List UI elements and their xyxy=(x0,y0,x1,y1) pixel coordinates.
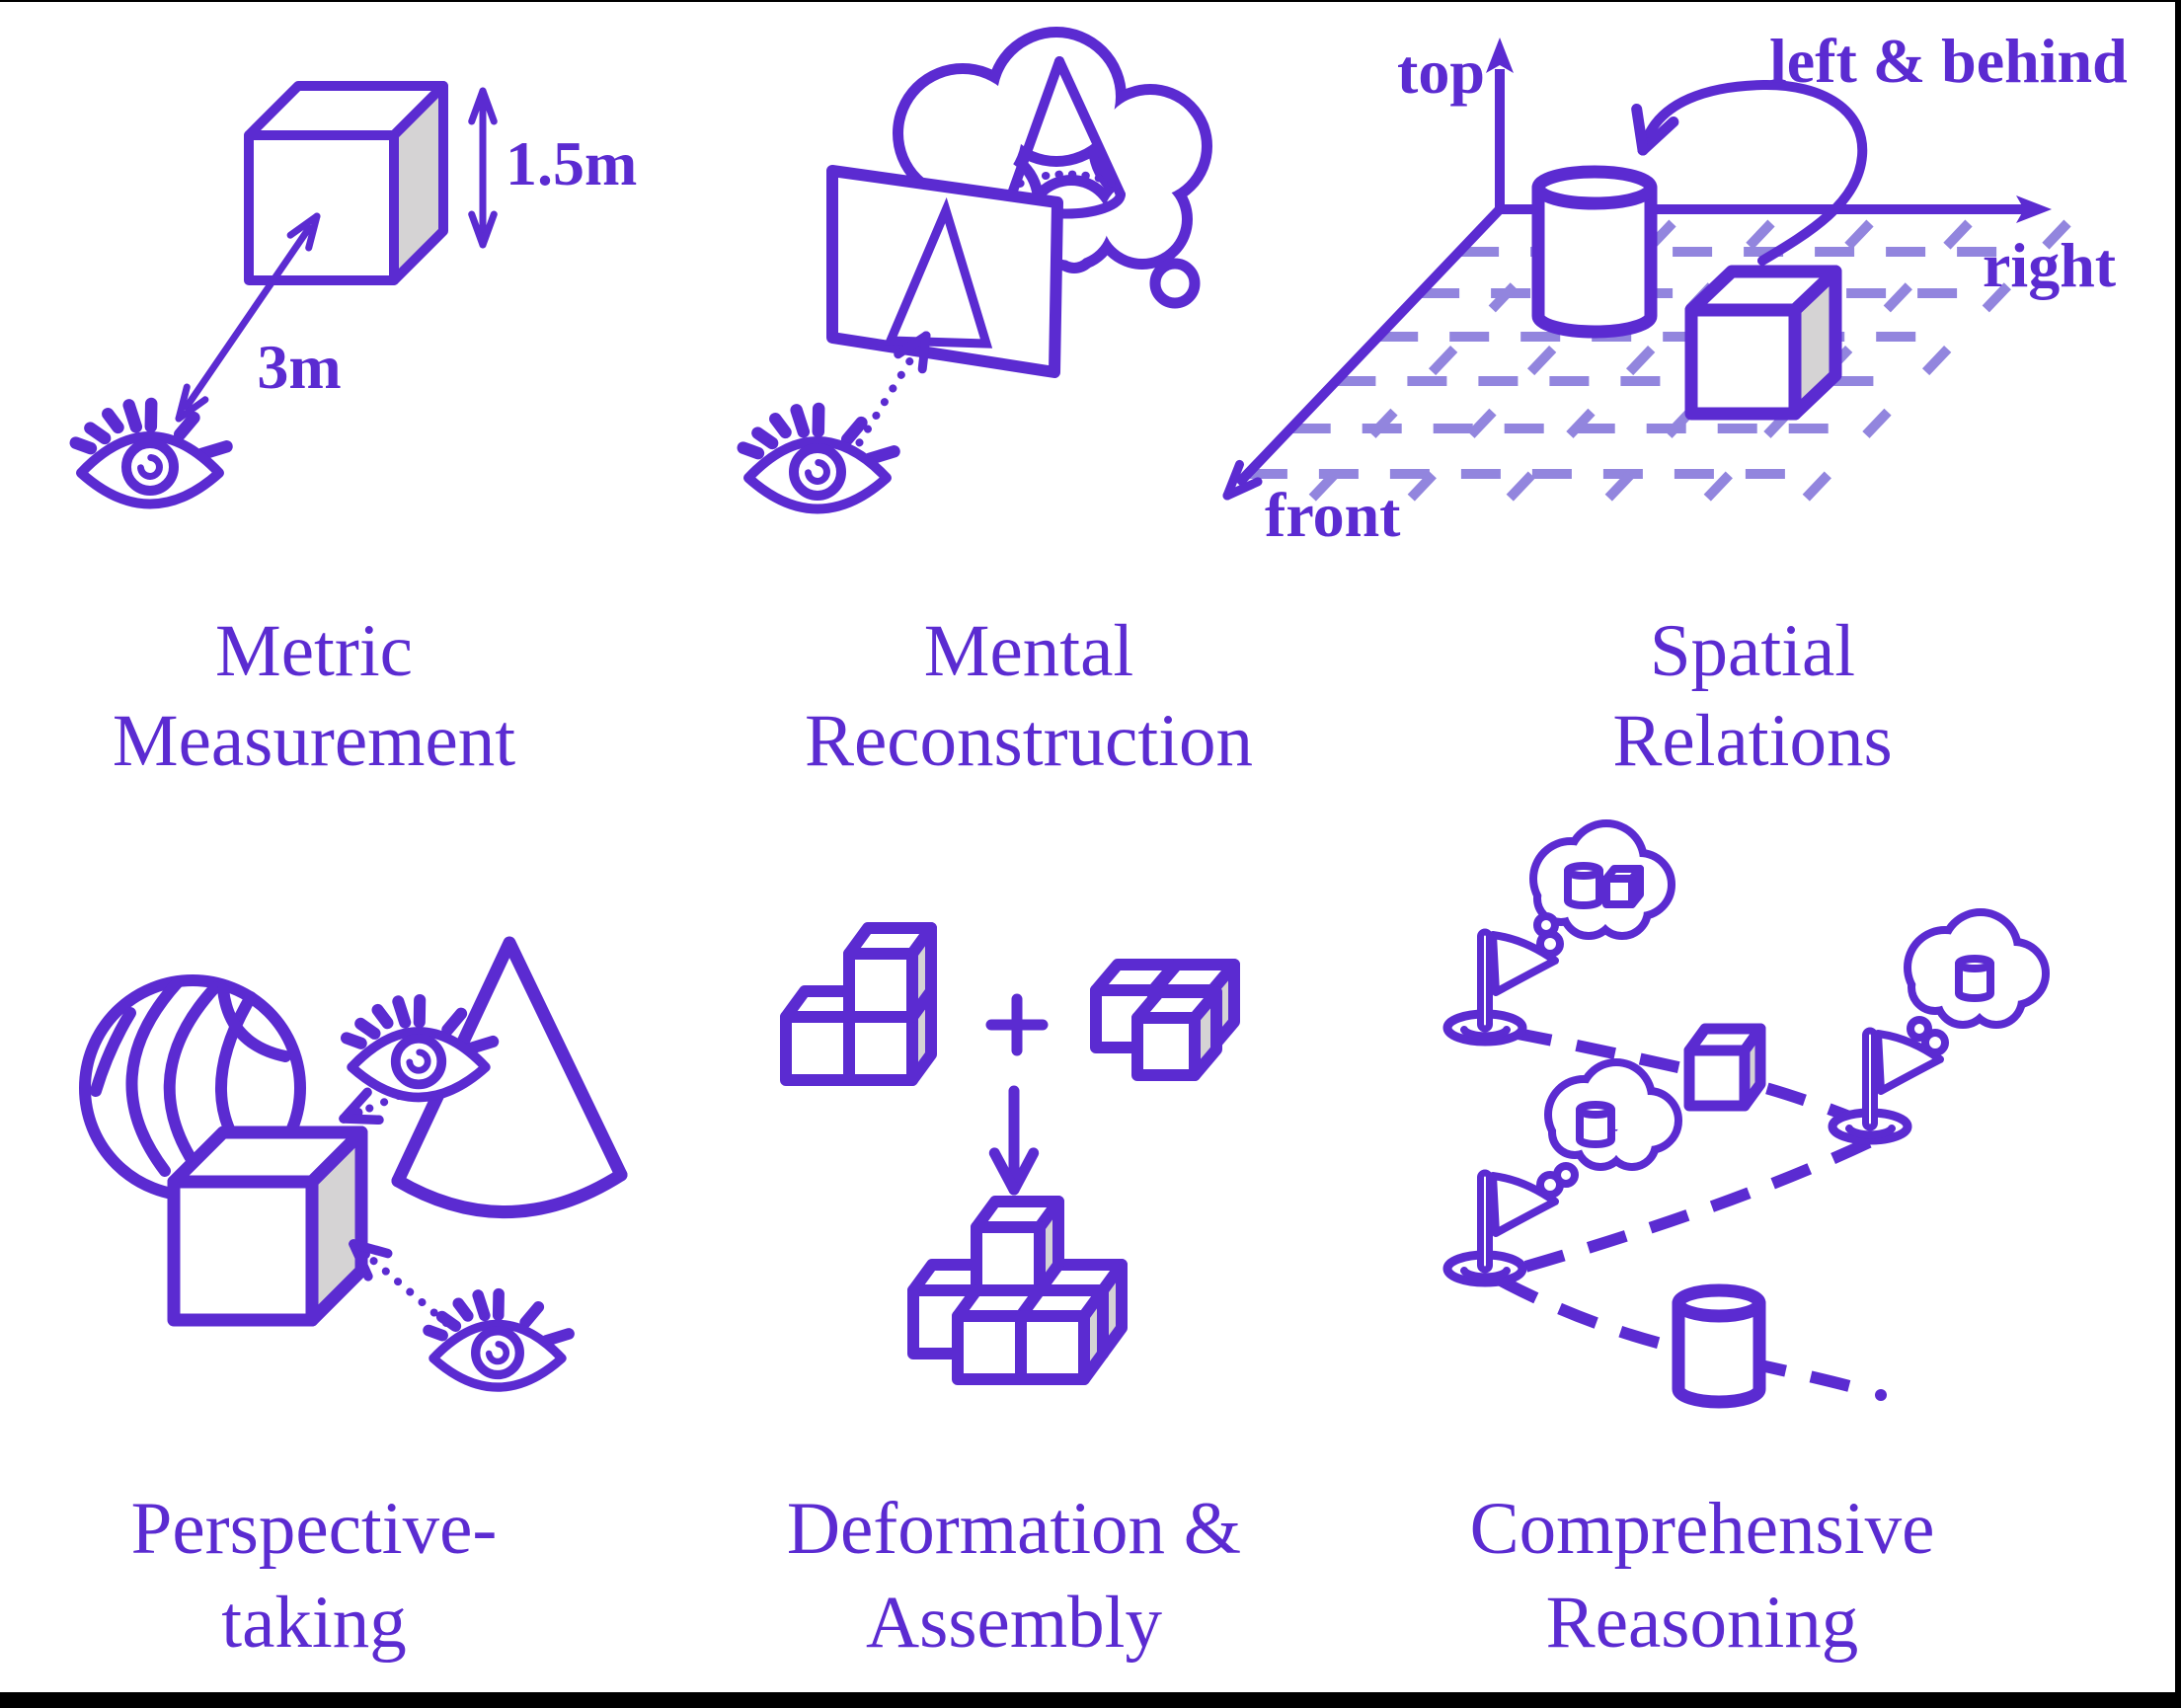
svg-text:Measurement: Measurement xyxy=(113,700,515,782)
svg-text:top: top xyxy=(1397,37,1485,107)
svg-text:Reasoning: Reasoning xyxy=(1546,1582,1859,1664)
svg-text:taking: taking xyxy=(221,1582,406,1664)
svg-text:Metric: Metric xyxy=(215,610,413,692)
svg-text:1.5m: 1.5m xyxy=(506,128,637,198)
svg-text:Perspective-: Perspective- xyxy=(131,1488,498,1570)
svg-text:Assembly: Assembly xyxy=(866,1582,1163,1664)
svg-text:Spatial: Spatial xyxy=(1650,610,1855,692)
svg-text:Mental: Mental xyxy=(924,610,1133,692)
svg-text:Comprehensive: Comprehensive xyxy=(1470,1488,1935,1570)
svg-text:right: right xyxy=(1983,230,2117,300)
svg-text:left & behind: left & behind xyxy=(1769,26,2128,96)
svg-text:Relations: Relations xyxy=(1612,700,1892,782)
svg-text:Reconstruction: Reconstruction xyxy=(805,700,1253,782)
svg-text:front: front xyxy=(1265,480,1401,550)
svg-text:Deformation &: Deformation & xyxy=(787,1488,1241,1570)
svg-text:3m: 3m xyxy=(257,332,341,402)
